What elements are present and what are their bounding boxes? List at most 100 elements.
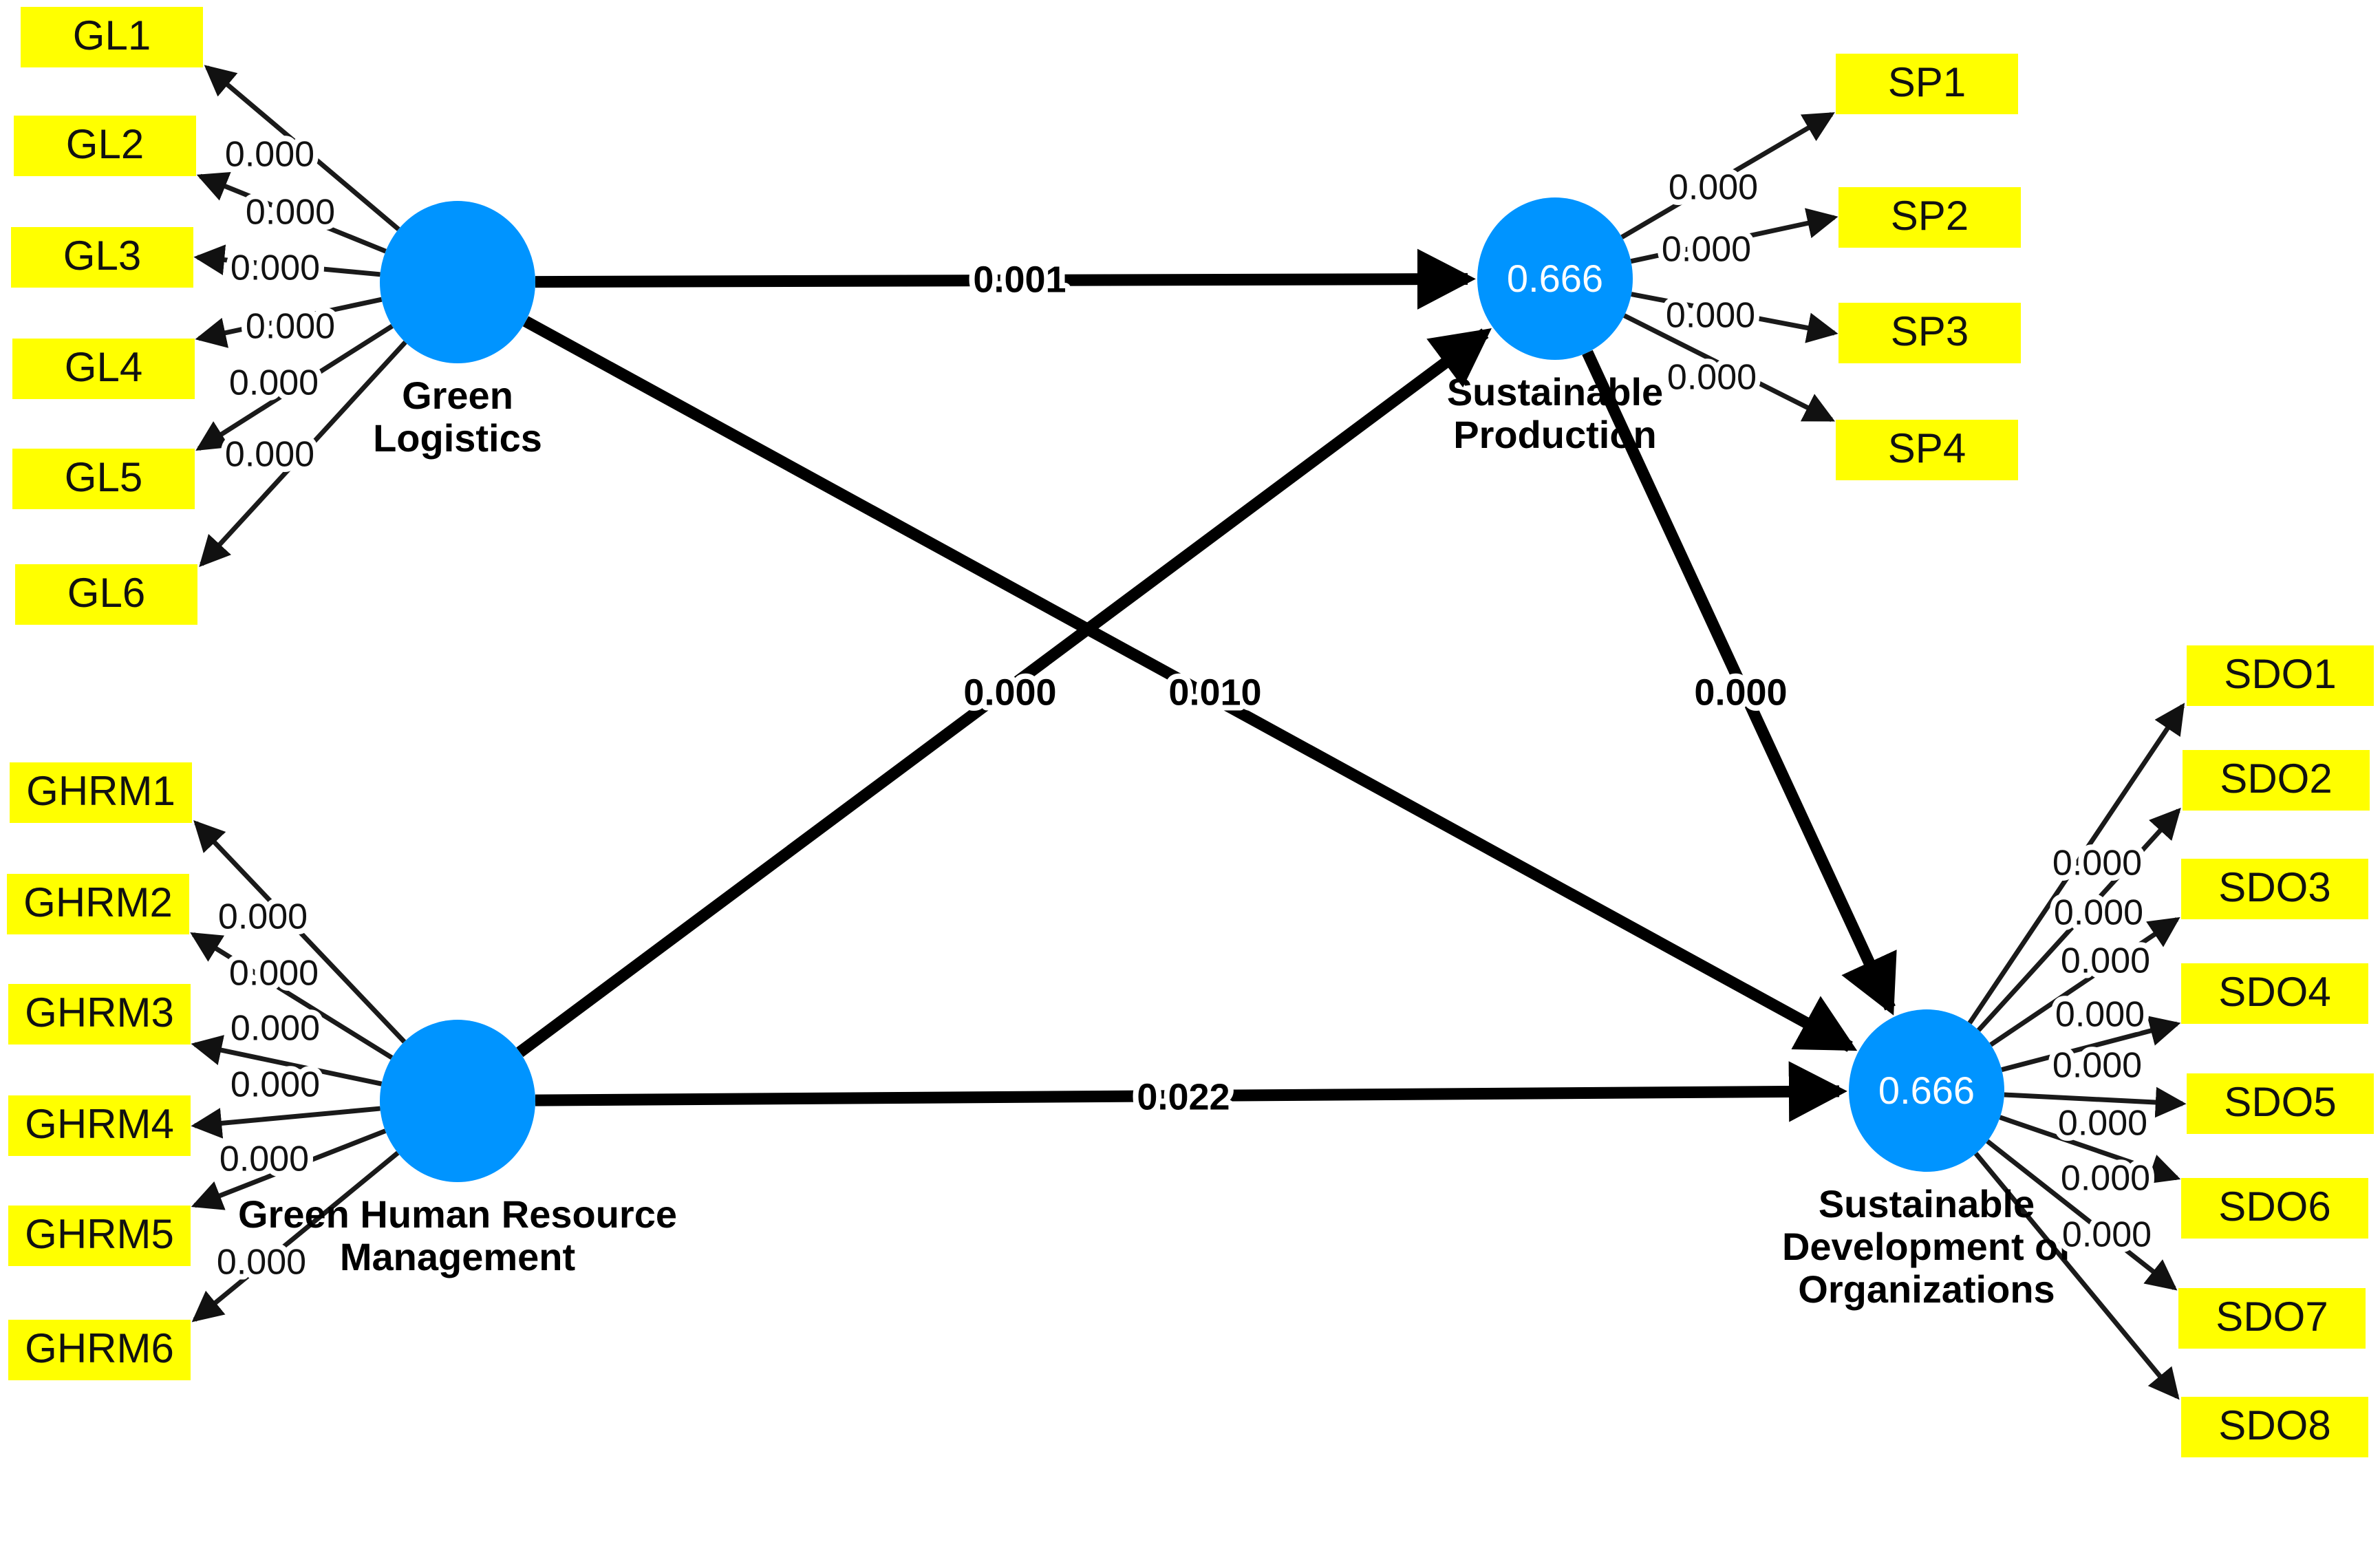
indicator-rect[interactable] bbox=[2181, 1397, 2368, 1457]
indicator-box[interactable]: SP1 bbox=[1836, 54, 2018, 114]
indicator-rect[interactable] bbox=[1836, 54, 2018, 114]
indicator-rect[interactable] bbox=[10, 762, 192, 823]
indicator-rect[interactable] bbox=[8, 1320, 191, 1380]
indicator-label: GHRM1 bbox=[26, 768, 175, 814]
indicator-rect[interactable] bbox=[2181, 1178, 2368, 1239]
construct-r2-value: 0.666 bbox=[1878, 1069, 1975, 1112]
indicator-rect[interactable] bbox=[2181, 859, 2368, 919]
construct-circle[interactable] bbox=[1477, 197, 1633, 360]
indicator-label: SP4 bbox=[1888, 425, 1966, 471]
indicator-label: GHRM5 bbox=[25, 1211, 174, 1257]
construct-circle[interactable] bbox=[380, 201, 535, 363]
construct-name-line: Green bbox=[402, 374, 513, 417]
indicator-label: GL2 bbox=[66, 121, 144, 167]
indicator-box[interactable]: GL5 bbox=[12, 449, 195, 509]
indicator-box[interactable]: SP4 bbox=[1836, 420, 2018, 480]
indicator-box[interactable]: SDO7 bbox=[2178, 1288, 2366, 1349]
structural-arrow-sp-sdo bbox=[1582, 350, 1897, 1016]
indicator-box[interactable]: GHRM4 bbox=[8, 1095, 191, 1156]
indicator-label: GL6 bbox=[67, 570, 145, 616]
construct-circle[interactable] bbox=[1849, 1009, 2004, 1172]
indicator-rect[interactable] bbox=[1838, 303, 2021, 363]
measurement-arrow bbox=[191, 1106, 380, 1139]
measurement-arrow bbox=[195, 297, 383, 348]
indicator-box[interactable]: GHRM3 bbox=[8, 984, 191, 1045]
indicator-box[interactable]: GL4 bbox=[12, 339, 195, 399]
structural-arrow-ghrm-sp bbox=[516, 328, 1492, 1058]
indicator-box[interactable]: GL2 bbox=[14, 116, 196, 176]
construct-name-line: Organizations bbox=[1798, 1267, 2055, 1311]
indicator-box[interactable]: SDO5 bbox=[2187, 1073, 2374, 1134]
indicator-box[interactable]: GHRM1 bbox=[10, 762, 192, 823]
measurement-arrow bbox=[1989, 917, 2180, 1047]
indicator-box[interactable]: GL6 bbox=[15, 564, 197, 625]
measurement-arrow bbox=[1999, 1115, 2181, 1184]
indicator-label: GHRM4 bbox=[25, 1101, 174, 1147]
indicator-rect[interactable] bbox=[11, 227, 193, 288]
indicator-rect[interactable] bbox=[1838, 187, 2021, 248]
indicator-box[interactable]: SDO4 bbox=[2181, 963, 2368, 1024]
loading-pvalue-halo: 0.000 bbox=[2054, 893, 2143, 933]
indicator-box[interactable]: SP2 bbox=[1838, 187, 2021, 248]
indicator-box[interactable]: SDO3 bbox=[2181, 859, 2368, 919]
indicator-rect[interactable] bbox=[2183, 750, 2370, 811]
structural-pvalue-sp-sdo-halo: 0.000 bbox=[1694, 672, 1787, 713]
indicator-box[interactable]: GHRM5 bbox=[8, 1206, 191, 1266]
loading-pvalue-halo: 0.000 bbox=[2062, 1215, 2152, 1255]
measurement-arrow bbox=[1976, 807, 2181, 1032]
indicator-rect[interactable] bbox=[21, 7, 203, 67]
indicator-box[interactable]: SDO1 bbox=[2187, 645, 2374, 706]
indicator-rect[interactable] bbox=[2178, 1288, 2366, 1349]
structural-pvalue-ghrm-sp-halo: 0.000 bbox=[963, 672, 1056, 713]
indicator-label: GL4 bbox=[65, 344, 142, 390]
loading-pvalue-halo: 0.000 bbox=[1669, 168, 1758, 208]
indicator-label: SP2 bbox=[1891, 193, 1969, 239]
measurement-arrow bbox=[2001, 1016, 2181, 1073]
indicator-rect[interactable] bbox=[1836, 420, 2018, 480]
measurement-arrow bbox=[190, 932, 394, 1060]
indicator-rect[interactable] bbox=[12, 449, 195, 509]
indicator-box[interactable]: SDO6 bbox=[2181, 1178, 2368, 1239]
indicator-rect[interactable] bbox=[7, 874, 189, 934]
loading-pvalue-halo: 0.000 bbox=[2052, 1046, 2142, 1086]
indicator-box[interactable]: SP3 bbox=[1838, 303, 2021, 363]
indicator-rect[interactable] bbox=[12, 339, 195, 399]
construct-circle[interactable] bbox=[380, 1020, 535, 1182]
indicator-rect[interactable] bbox=[14, 116, 196, 176]
construct-name-line: Sustainable bbox=[1447, 370, 1663, 414]
indicator-rect[interactable] bbox=[2181, 963, 2368, 1024]
measurement-model-lines bbox=[190, 65, 2187, 1400]
indicator-box[interactable]: GL3 bbox=[11, 227, 193, 288]
indicator-box[interactable]: SDO2 bbox=[2183, 750, 2370, 811]
loading-pvalue-halo: 0.000 bbox=[1666, 296, 1755, 336]
indicator-label: GHRM3 bbox=[25, 989, 174, 1036]
indicator-rect[interactable] bbox=[2187, 1073, 2374, 1134]
loading-pvalue-halo: 0.000 bbox=[2061, 941, 2150, 981]
indicator-label: GL3 bbox=[63, 233, 141, 279]
indicator-rect[interactable] bbox=[8, 984, 191, 1045]
indicator-rect[interactable] bbox=[8, 1095, 191, 1156]
indicator-box[interactable]: GHRM6 bbox=[8, 1320, 191, 1380]
indicator-label: SDO5 bbox=[2224, 1079, 2336, 1125]
loading-pvalue-halo: 0.000 bbox=[229, 363, 319, 403]
structural-pvalue-gl-sp-halo: 0.001 bbox=[973, 259, 1066, 300]
indicator-label: GHRM2 bbox=[23, 879, 173, 925]
structural-arrow-gl-sp bbox=[535, 248, 1476, 310]
indicator-box[interactable]: GHRM2 bbox=[7, 874, 189, 934]
indicator-label: SP1 bbox=[1888, 59, 1966, 105]
loading-pvalue-halo: 0.000 bbox=[2058, 1104, 2147, 1144]
indicator-rect[interactable] bbox=[2187, 645, 2374, 706]
construct-name-line: Logistics bbox=[373, 416, 542, 460]
indicator-rect[interactable] bbox=[8, 1206, 191, 1266]
indicator-label: GHRM6 bbox=[25, 1325, 174, 1371]
indicator-box[interactable]: GL1 bbox=[21, 7, 203, 67]
indicator-rect[interactable] bbox=[15, 564, 197, 625]
indicator-box[interactable]: SDO8 bbox=[2181, 1397, 2368, 1457]
measurement-arrow bbox=[193, 244, 380, 277]
